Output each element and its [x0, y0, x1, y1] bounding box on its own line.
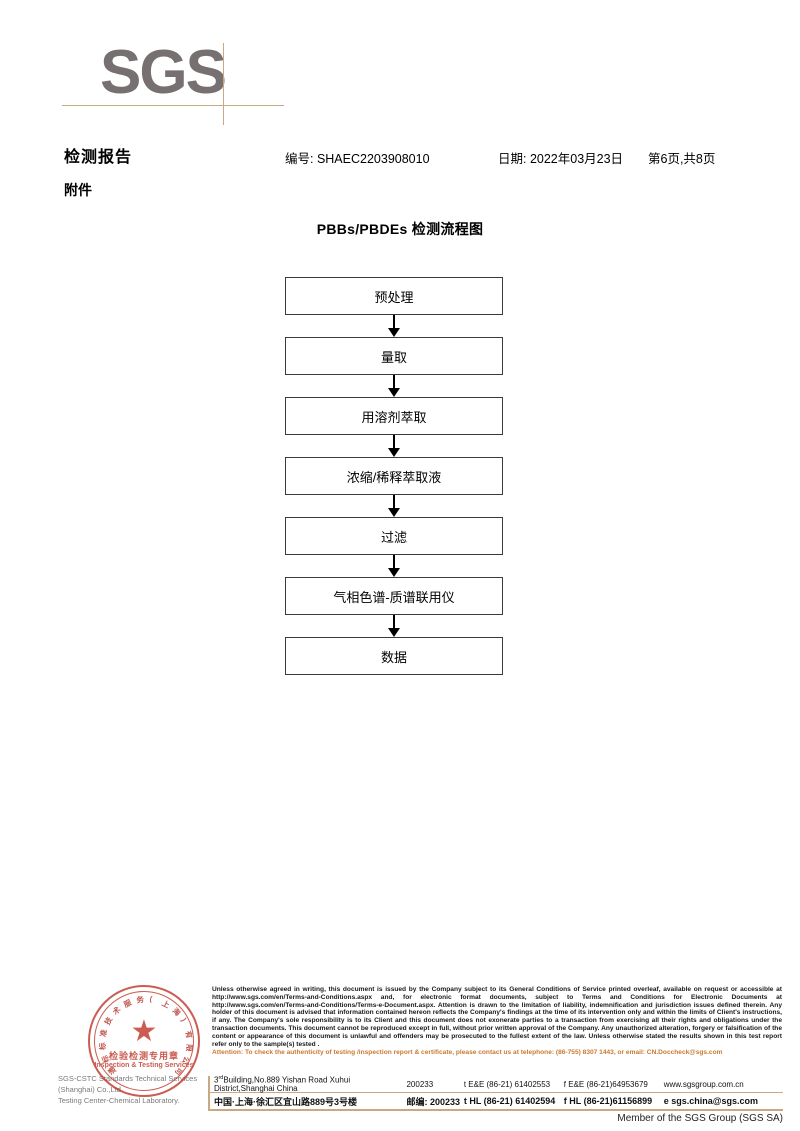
address-row-chinese: 中国·上海·徐汇区宜山路889号3号楼 邮编: 200233 t HL (86-…	[214, 1093, 784, 1109]
flow-step-4: 浓缩/稀释萃取液	[285, 457, 503, 495]
seal-arc-char: 有	[183, 1030, 194, 1040]
flow-arrow-2	[285, 375, 503, 397]
member-of-group: Member of the SGS Group (SGS SA)	[617, 1113, 783, 1124]
flow-step-1: 预处理	[285, 277, 503, 315]
address-bottom-rule	[208, 1109, 783, 1111]
flow-arrow-5	[285, 555, 503, 577]
seal-arc-char: )	[179, 1016, 189, 1023]
flow-step-7: 数据	[285, 637, 503, 675]
email-link[interactable]: e sgs.china@sgs.com	[663, 1096, 759, 1106]
address-ordinal: 3	[214, 1075, 219, 1085]
seal-arc-char: 上	[160, 998, 172, 1010]
address-english: 3rdBuilding,No.889 Yishan Road Xuhui Dis…	[214, 1075, 406, 1094]
page-indicator: 第6页,共8页	[648, 152, 716, 166]
website-link[interactable]: www.sgsgroup.com.cn	[663, 1079, 744, 1089]
seal-arc-char: 务	[135, 994, 145, 1005]
seal-english-text: Inspection & Testing Services	[94, 1062, 194, 1069]
flow-step-3: 用溶剂萃取	[285, 397, 503, 435]
address-row-english: 3rdBuilding,No.889 Yishan Road Xuhui Dis…	[214, 1075, 784, 1094]
sgs-logo: SGS	[62, 38, 284, 125]
flow-step-5: 过滤	[285, 517, 503, 555]
flow-arrow-6	[285, 615, 503, 637]
fax-hl: f HL (86-21)61156899	[563, 1096, 653, 1106]
legal-body: Unless otherwise agreed in writing, this…	[212, 986, 782, 1048]
flow-arrow-1	[285, 315, 503, 337]
page-subtitle: 附件	[64, 182, 92, 198]
sgs-logo-text: SGS	[100, 38, 227, 107]
flow-step-6: 气相色谱-质谱联用仪	[285, 577, 503, 615]
report-date: 日期: 2022年03月23日	[498, 152, 624, 166]
logo-horizontal-rule	[62, 105, 284, 106]
telephone-ee: t E&E (86-21) 61402553	[463, 1079, 551, 1089]
flow-step-2: 量取	[285, 337, 503, 375]
flowchart-title: PBBs/PBDEs 检测流程图	[316, 221, 484, 237]
telephone-hl: t HL (86-21) 61402594	[463, 1096, 556, 1106]
address-middle-rule	[208, 1092, 783, 1093]
seal-arc-char: 术	[110, 1004, 123, 1017]
flow-arrow-3	[285, 435, 503, 457]
flowchart: 预处理 量取 用溶剂萃取 浓缩/稀释萃取液 过滤 气相色谱-质谱联用仪 数据	[285, 277, 503, 675]
attention-notice: Attention: To check the authenticity of …	[212, 1049, 723, 1057]
seal-arc-char: 海	[170, 1006, 183, 1018]
seal-chinese-text: 检验检测专用章	[108, 1051, 179, 1061]
logo-vertical-rule	[223, 43, 224, 125]
postcode-english: 200233	[406, 1079, 434, 1089]
postcode-chinese: 邮编: 200233	[406, 1096, 460, 1107]
legal-disclaimer: Unless otherwise agreed in writing, this…	[212, 986, 782, 1057]
seal-arc-char: 技	[102, 1015, 115, 1027]
seal-arc-char: 服	[122, 997, 133, 1010]
address-chinese: 中国·上海·徐汇区宜山路889号3号楼	[214, 1096, 358, 1107]
flow-arrow-4	[285, 495, 503, 517]
page-title: 检测报告	[64, 149, 133, 166]
seal-arc-char: 准	[98, 1028, 109, 1038]
fax-ee: f E&E (86-21)64953679	[563, 1079, 648, 1089]
lab-name-line2: Testing Center-Chemical Laboratory.	[58, 1096, 180, 1105]
address-english-text: Building,No.889 Yishan Road Xuhui Distri…	[214, 1075, 351, 1094]
address-ordinal-suffix: rd	[218, 1074, 224, 1081]
star-icon: ★	[130, 1015, 158, 1048]
seal-arc-char: (	[149, 994, 153, 1004]
inspection-seal: 通标标准技术服务(上海)有限公司 ★ 检验检测专用章 Inspection & …	[88, 985, 200, 1097]
report-number: 编号: SHAEC2203908010	[285, 152, 430, 166]
seal-inner-ring	[94, 991, 194, 1091]
